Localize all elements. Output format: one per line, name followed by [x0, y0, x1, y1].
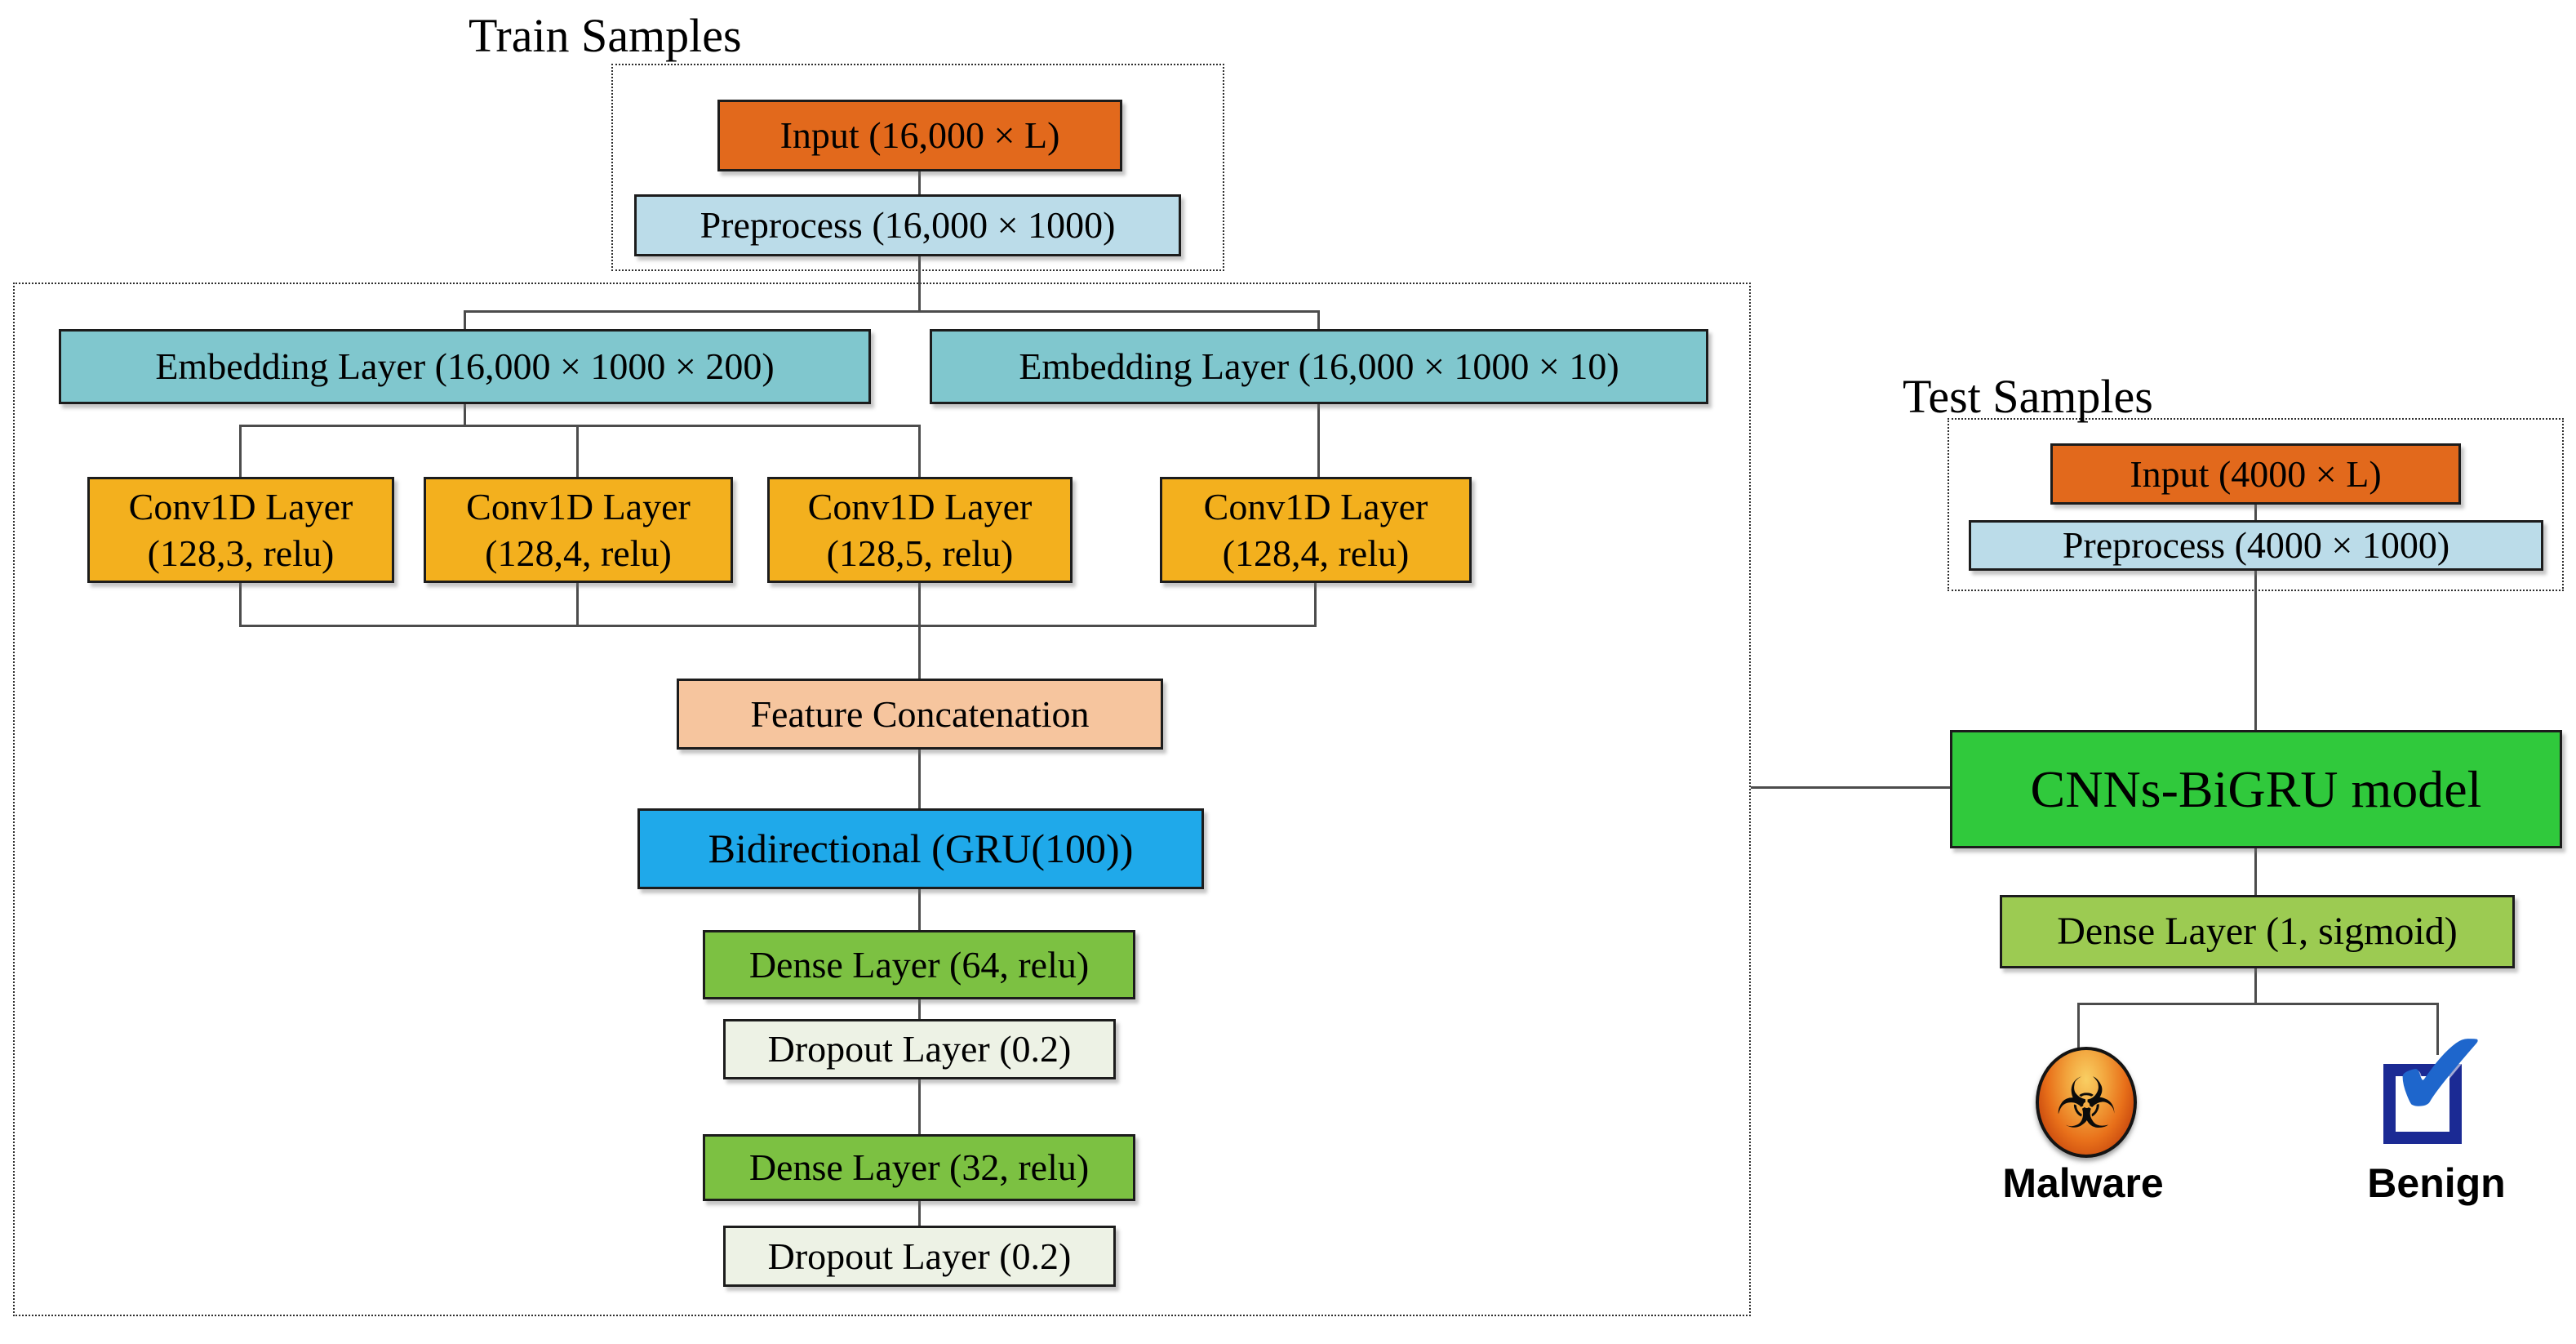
test-preprocess-label: Preprocess (4000 × 1000) — [2062, 524, 2450, 567]
connector-test-input-preprocess — [2254, 503, 2257, 522]
connector-drop-malware — [2077, 1003, 2080, 1050]
connector-join-concat — [918, 625, 921, 680]
connector-conv-join-horizontal — [239, 625, 1317, 627]
connector-embedding-split-horizontal — [464, 310, 1320, 313]
connector-dense2-dropout2 — [918, 1199, 921, 1227]
dense-32-label: Dense Layer (32, relu) — [748, 1146, 1090, 1189]
connector-drop-conv1 — [239, 425, 242, 478]
connector-dropout1-dense2 — [918, 1078, 921, 1136]
train-preprocess-label: Preprocess (16,000 × 1000) — [700, 204, 1116, 247]
connector-drop-embedding-left — [464, 310, 466, 331]
conv1d-4-name: Conv1D Layer — [1203, 485, 1428, 527]
check-icon: ✔ — [2388, 1002, 2493, 1146]
benign-label: Benign — [2367, 1160, 2506, 1206]
connector-conv2-down — [576, 581, 579, 626]
connector-dense-branch-down — [2254, 967, 2257, 1004]
dense-sigmoid-box: Dense Layer (1, sigmoid) — [2000, 895, 2515, 968]
conv1d-3-params: (128,5, relu) — [826, 532, 1014, 574]
dense-sigmoid-label: Dense Layer (1, sigmoid) — [2057, 910, 2458, 953]
malware-result: ☣ — [2036, 1047, 2137, 1158]
connector-conv-split-horizontal — [240, 425, 921, 427]
embedding-right-box: Embedding Layer (16,000 × 1000 × 10) — [930, 329, 1708, 404]
conv1d-2-name: Conv1D Layer — [466, 485, 691, 527]
conv1d-3-name: Conv1D Layer — [807, 485, 1033, 527]
connector-preprocess-split — [918, 255, 921, 312]
feature-concatenation-label: Feature Concatenation — [750, 692, 1090, 735]
connector-dense1-dropout1 — [918, 998, 921, 1021]
dropout-1-label: Dropout Layer (0.2) — [767, 1028, 1072, 1070]
train-preprocess-box: Preprocess (16,000 × 1000) — [634, 194, 1181, 256]
connector-drop-embedding-right — [1317, 310, 1320, 331]
connector-embedding-right-conv4 — [1317, 403, 1320, 478]
malware-label: Malware — [2002, 1160, 2164, 1206]
dropout-2-box: Dropout Layer (0.2) — [723, 1226, 1116, 1287]
embedding-left-label: Embedding Layer (16,000 × 1000 × 200) — [155, 345, 775, 388]
conv1d-1-params: (128,3, relu) — [147, 532, 335, 574]
embedding-left-box: Embedding Layer (16,000 × 1000 × 200) — [59, 329, 871, 404]
test-preprocess-box: Preprocess (4000 × 1000) — [1969, 520, 2543, 571]
cnns-bigru-model-box: CNNs-BiGRU model — [1950, 730, 2562, 848]
connector-bigru-dense1 — [918, 888, 921, 932]
connector-drop-conv2 — [576, 425, 579, 478]
conv1d-box-1: Conv1D Layer (128,3, relu) — [87, 477, 394, 583]
biohazard-icon: ☣ — [2054, 1063, 2118, 1145]
conv1d-box-2: Conv1D Layer (128,4, relu) — [424, 477, 733, 583]
connector-drop-benign — [2436, 1003, 2439, 1055]
train-input-label: Input (16,000 × L) — [779, 114, 1060, 157]
conv1d-1-name: Conv1D Layer — [128, 485, 353, 527]
dropout-2-label: Dropout Layer (0.2) — [767, 1235, 1072, 1277]
dense-64-label: Dense Layer (64, relu) — [748, 943, 1090, 986]
connector-network-model-horizontal — [1751, 786, 1950, 789]
dense-64-box: Dense Layer (64, relu) — [703, 930, 1135, 999]
connector-conv4-down — [1314, 581, 1317, 626]
test-samples-title: Test Samples — [1903, 370, 2153, 423]
connector-conv3-down — [918, 581, 921, 626]
cnns-bigru-model-label: CNNs-BiGRU model — [2030, 759, 2482, 818]
checkbox-icon — [2383, 1064, 2462, 1144]
connector-test-preprocess-model — [2254, 569, 2257, 732]
conv1d-box-4: Conv1D Layer (128,4, relu) — [1160, 477, 1472, 583]
connector-conv1-down — [239, 581, 242, 626]
conv1d-2-params: (128,4, relu) — [485, 532, 672, 574]
connector-embedding-left-down — [464, 403, 466, 427]
train-input-box: Input (16,000 × L) — [717, 100, 1122, 171]
train-samples-group-border — [611, 64, 1224, 271]
dense-32-box: Dense Layer (32, relu) — [703, 1134, 1135, 1201]
network-group-border — [13, 283, 1751, 1316]
connector-input-preprocess — [918, 170, 921, 196]
embedding-right-label: Embedding Layer (16,000 × 1000 × 10) — [1019, 345, 1619, 388]
feature-concatenation-box: Feature Concatenation — [677, 679, 1163, 750]
dropout-1-box: Dropout Layer (0.2) — [723, 1019, 1116, 1079]
conv1d-4-params: (128,4, relu) — [1222, 532, 1410, 574]
bidirectional-gru-label: Bidirectional (GRU(100)) — [708, 826, 1134, 872]
test-input-label: Input (4000 × L) — [2130, 452, 2382, 495]
conv1d-box-3: Conv1D Layer (128,5, relu) — [767, 477, 1073, 583]
bidirectional-gru-box: Bidirectional (GRU(100)) — [637, 808, 1204, 889]
train-samples-title: Train Samples — [469, 9, 742, 62]
connector-output-branch-horizontal — [2078, 1003, 2439, 1005]
connector-concat-bigru — [918, 748, 921, 810]
connector-model-dense — [2254, 847, 2257, 897]
connector-drop-conv3 — [918, 425, 921, 478]
test-input-box: Input (4000 × L) — [2050, 443, 2461, 505]
